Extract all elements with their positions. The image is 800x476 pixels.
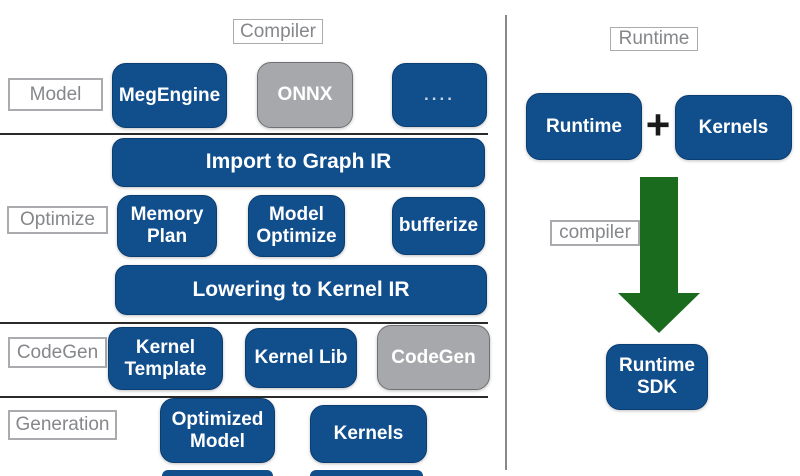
ellipsis-dots: .... — [424, 85, 455, 105]
box-kernel-lib: Kernel Lib — [245, 328, 357, 388]
box-runtime-kernels: Kernels — [675, 95, 792, 160]
plus-icon: + — [645, 101, 671, 148]
section-divider-line-3 — [0, 396, 488, 398]
section-divider-vertical — [505, 15, 507, 470]
box-import-to-graph-ir: Import to Graph IR — [112, 138, 485, 187]
row-label-optimize: Optimize — [7, 206, 108, 234]
row-label-codegen: CodeGen — [8, 337, 107, 368]
box-optimized-model: Optimized Model — [160, 398, 275, 463]
box-other-frontends: .... — [392, 63, 487, 127]
box-lowering-to-kernel-ir: Lowering to Kernel IR — [115, 265, 487, 315]
box-kernels: Kernels — [310, 405, 427, 463]
box-codegen: CodeGen — [377, 325, 490, 390]
compiler-section-title: Compiler — [233, 19, 323, 44]
row-label-generation: Generation — [8, 410, 117, 440]
row-label-model: Model — [8, 78, 103, 111]
box-onnx: ONNX — [257, 62, 353, 128]
cutoff-box-left — [162, 470, 273, 476]
box-memory-plan: Memory Plan — [117, 195, 217, 257]
box-kernel-template: Kernel Template — [108, 327, 223, 390]
runtime-section-title: Runtime — [610, 27, 698, 51]
section-divider-line-1 — [0, 133, 488, 135]
section-divider-line-2 — [0, 322, 488, 324]
box-runtime-sdk: Runtime SDK — [606, 344, 708, 410]
cutoff-box-right — [310, 470, 423, 476]
box-model-optimize: Model Optimize — [248, 195, 345, 257]
down-arrow-icon — [618, 177, 700, 333]
box-runtime: Runtime — [526, 93, 642, 160]
box-megengine: MegEngine — [112, 63, 227, 128]
box-bufferize: bufferize — [392, 197, 485, 255]
arrow-label-compiler: compiler — [550, 220, 640, 246]
